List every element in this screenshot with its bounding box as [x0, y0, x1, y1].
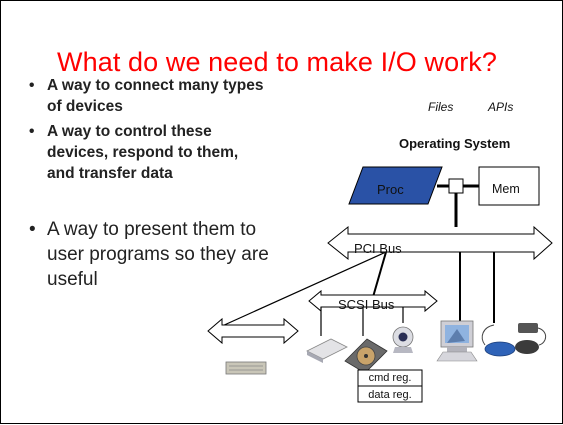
scanner-icon — [306, 338, 348, 363]
bullet-control-devices: A way to control these devices, respond … — [27, 121, 267, 184]
proc-box — [348, 166, 443, 205]
apis-label: APIs — [488, 100, 514, 114]
pci-to-scsi-line — [372, 251, 387, 298]
proc-label: Proc — [377, 182, 404, 197]
bold-bullet-list: A way to connect many types of devices A… — [27, 75, 267, 188]
mouse-icon — [481, 323, 547, 357]
os-label: Operating System — [399, 136, 511, 151]
bridge-square — [448, 178, 464, 194]
monitor-icon — [436, 320, 478, 362]
slide-title: What do we need to make I/O work? — [57, 47, 498, 77]
scsi-bus-label: SCSI Bus — [338, 297, 395, 312]
keyboard-bus-arrow — [207, 317, 299, 345]
mem-label: Mem — [492, 182, 520, 196]
plain-bullet-list: A way to present them to user programs s… — [27, 217, 287, 292]
data-reg-label: data reg. — [368, 389, 412, 401]
mem-box — [478, 166, 540, 206]
pci-to-keyboard-line — [210, 251, 387, 332]
cmd-reg-label: cmd reg. — [368, 372, 412, 384]
pci-bus-label: PCI Bus — [354, 241, 402, 256]
pci-bus-arrow — [327, 225, 553, 261]
disk-icon — [344, 338, 388, 374]
files-label: Files — [428, 100, 454, 114]
bullet-connect-devices: A way to connect many types of devices — [27, 75, 267, 117]
bullet-present-devices: A way to present them to user programs s… — [27, 217, 287, 292]
keyboard-icon — [225, 361, 267, 375]
data-reg-box — [357, 385, 423, 403]
camera-icon — [392, 326, 414, 353]
